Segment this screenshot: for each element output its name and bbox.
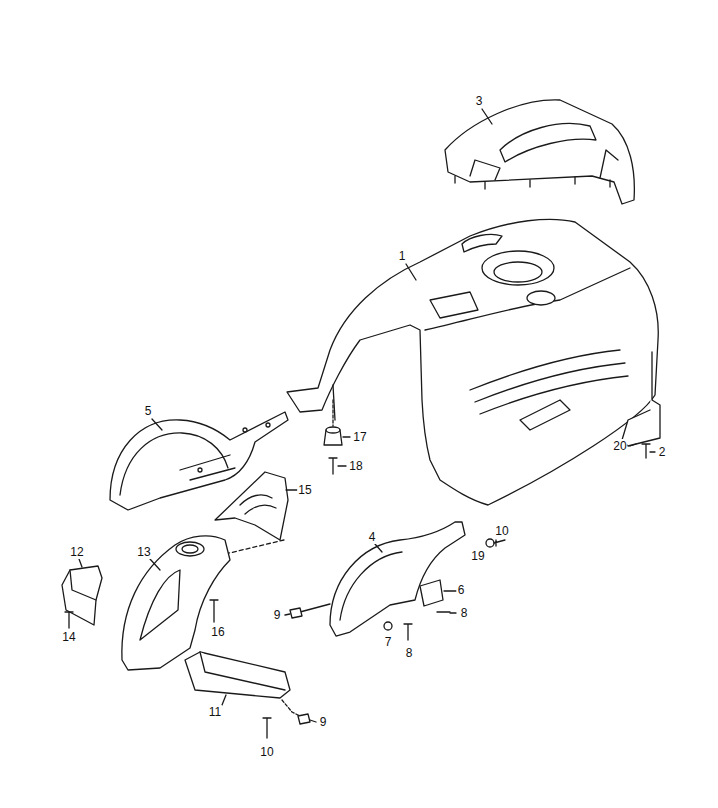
hood (287, 219, 658, 505)
callout-number: 1 (398, 249, 407, 263)
callout-number: 7 (384, 635, 393, 649)
callout-number: 19 (470, 549, 485, 563)
callout-number: 11 (208, 705, 222, 719)
callout-number: 6 (457, 583, 466, 597)
callout-number: 3 (475, 94, 484, 108)
callout-number: 12 (69, 545, 84, 559)
callout-number: 10 (494, 524, 509, 538)
callout-number: 8 (460, 606, 469, 620)
right-fender (122, 536, 230, 670)
callout-number: 14 (61, 630, 76, 644)
callout-number: 18 (348, 459, 363, 473)
callout-number: 5 (144, 404, 153, 418)
left-fender (110, 412, 288, 510)
bracket (622, 352, 660, 458)
grommet (324, 400, 342, 474)
callout-number: 9 (319, 715, 328, 729)
callout-number: 8 (405, 646, 414, 660)
callout-number: 9 (273, 608, 282, 622)
callout-number: 20 (612, 439, 627, 453)
fender (290, 522, 505, 640)
small-cover (62, 566, 102, 628)
callout-number: 2 (658, 445, 667, 459)
callout-number: 15 (297, 483, 312, 497)
leader-lines (79, 109, 655, 722)
step-cover (185, 652, 310, 738)
callout-number: 16 (210, 625, 225, 639)
callout-number: 17 (352, 430, 367, 444)
callout-number: 4 (368, 530, 377, 544)
callout-number: 13 (136, 545, 151, 559)
callout-number: 10 (259, 745, 274, 759)
top-cover (445, 100, 634, 204)
